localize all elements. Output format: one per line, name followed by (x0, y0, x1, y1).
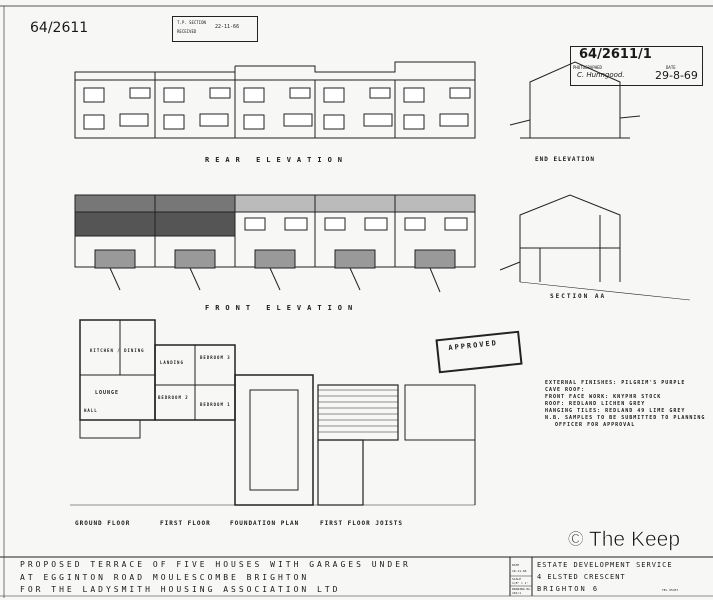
end-elevation-label: END ELEVATION (535, 156, 595, 163)
copyright-watermark: © The Keep (568, 528, 681, 552)
photographed-label: PHOTOGRAPHED (573, 65, 602, 70)
room-bedroom2: BEDROOM 2 (158, 395, 189, 400)
note-line: FRONT FACE WORK: KNYPHR STOCK (545, 394, 662, 400)
note-line: CAVE ROOF: (545, 387, 586, 393)
front-elevation-drawing (74, 194, 476, 293)
note-line: OFFICER FOR APPROVAL (555, 422, 636, 428)
note-line: EXTERNAL FINISHES: PILGRIM'S PURPLE (545, 380, 686, 386)
room-lounge: LOUNGE (95, 390, 120, 396)
first-floor-joists-label: FIRST FLOOR JOISTS (320, 520, 404, 527)
tb-scale: 1/8" = 1' (512, 581, 529, 585)
photo-ref: 64/2611/1 (579, 47, 652, 62)
office-line-2: 4 ELSTED CRESCENT (537, 573, 626, 581)
title-line-3: FOR THE LADYSMITH HOUSING ASSOCIATION LT… (20, 585, 341, 594)
tb-drawing-number: 101/1 (512, 591, 522, 595)
office-tel: TEL 65457 (662, 588, 679, 592)
office-line-3: BRIGHTON 6 (537, 585, 600, 593)
photo-date: 29-8-69 (655, 69, 698, 82)
external-finishes-notes: EXTERNAL FINISHES: PILGRIM'S PURPLE CAVE… (545, 380, 705, 429)
note-line: HANGING TILES: REDLAND 49 LIME GREY (545, 408, 686, 414)
tb-date-label: DATE (512, 563, 520, 567)
tb-date: 10-11-66 (512, 569, 527, 573)
photograph-record-box: 64/2611/1 PHOTOGRAPHED C. Hunngood. DATE… (570, 46, 703, 86)
section-aa-label: SECTION AA (550, 293, 607, 300)
title-line-1: PROPOSED TERRACE OF FIVE HOUSES WITH GAR… (20, 560, 411, 569)
tb-scale-label: SCALE (512, 577, 522, 581)
date-label: DATE (666, 65, 676, 70)
tb-drawing-label: DRAWING No. (512, 587, 532, 591)
end-elevation-drawing (509, 61, 641, 139)
section-aa-drawing (499, 194, 691, 301)
ground-floor-label: GROUND FLOOR (75, 520, 131, 527)
rear-elevation-drawing (74, 61, 476, 139)
first-floor-label: FIRST FLOOR (160, 520, 211, 527)
room-hall: HALL (84, 408, 98, 413)
room-bedroom1: BEDROOM 1 (200, 402, 231, 407)
floor-plans-drawing (70, 319, 476, 506)
stamp-date: 22-11-66 (215, 24, 240, 30)
rear-elevation-label: REAR ELEVATION (205, 156, 349, 164)
drawing-ref-number: 64/2611 (30, 20, 89, 36)
photographer-name: C. Hunngood. (577, 71, 625, 79)
room-landing: LANDING (160, 360, 184, 365)
title-block-lines (0, 556, 713, 597)
note-line: ROOF: REDLAND LICHEN GREY (545, 401, 646, 407)
front-elevation-label: FRONT ELEVATION (205, 304, 359, 312)
approval-stamp-text: APPROVED (448, 338, 499, 353)
stamp-line2: RECEIVED (177, 29, 197, 34)
office-line-1: ESTATE DEVELOPMENT SERVICE (537, 561, 673, 569)
stamp-line1: T.P. SECTION (177, 20, 206, 25)
room-kitchen: KITCHEN / DINING (90, 348, 145, 353)
foundation-plan-label: FOUNDATION PLAN (230, 520, 300, 527)
title-line-2: AT EGGINTON ROAD MOULESCOMBE BRIGHTON (20, 573, 310, 582)
room-bedroom3: BEDROOM 3 (200, 355, 231, 360)
note-line: N.B. SAMPLES TO BE SUBMITTED TO PLANNING (545, 415, 706, 421)
received-stamp: T.P. SECTION RECEIVED 22-11-66 (172, 16, 258, 42)
